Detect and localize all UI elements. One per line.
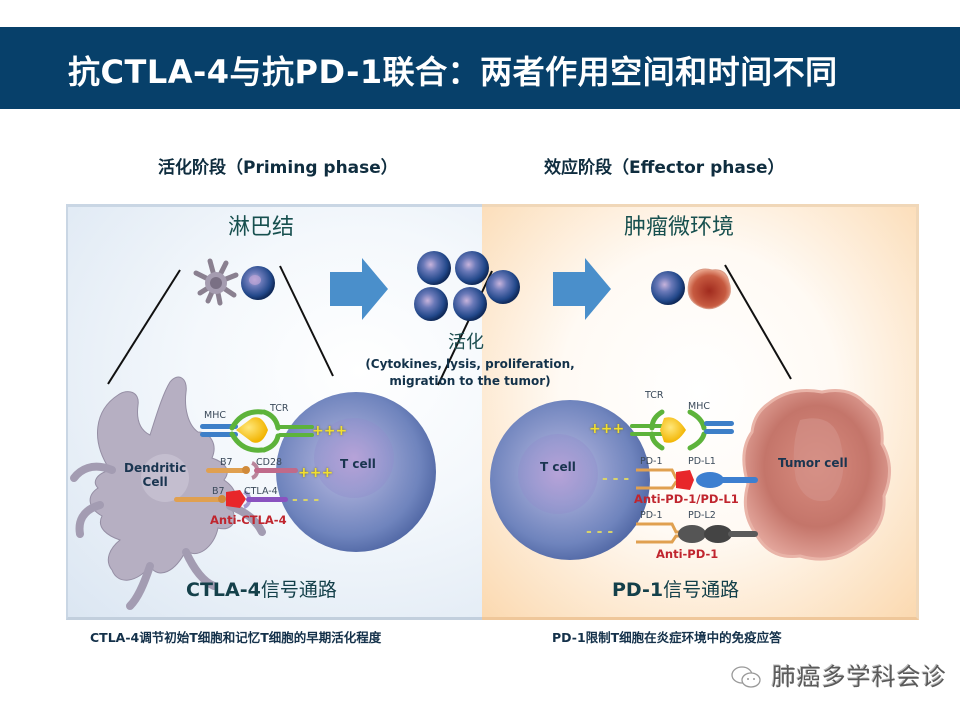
- activation-description: (Cytokines, lysis, proliferation, migrat…: [365, 357, 575, 388]
- dendritic-nucleus: [141, 454, 189, 502]
- b7-ctla4-complex: [174, 490, 288, 509]
- zoom-line: [437, 270, 493, 386]
- anti-pd1-label: Anti-PD-1: [656, 547, 719, 561]
- b7-label-b: B7: [212, 486, 225, 497]
- t-cell-left: [276, 392, 436, 552]
- positive-signal-right: +++: [589, 421, 625, 437]
- mhc-tcr-complex-left: [200, 409, 314, 453]
- pd1-label-a: PD-1: [640, 456, 663, 467]
- positive-signal-cd28: +++: [298, 465, 334, 481]
- tcr-mhc-complex-right: [630, 409, 734, 451]
- page-title: 抗CTLA-4与抗PD-1联合：两者作用空间和时间不同: [68, 53, 838, 91]
- pdl2-label: PD-L2: [688, 510, 716, 521]
- anti-ctla4-antibody: [226, 490, 246, 508]
- flow-arrow-2: [553, 258, 611, 320]
- ctla4-caption: CTLA-4调节初始T细胞和记忆T细胞的早期活化程度: [90, 630, 382, 645]
- anti-pd1-pdl1-antibody: [676, 470, 694, 490]
- positive-signal-tcr: +++: [312, 423, 348, 439]
- negative-signal-pdl1: - - -: [602, 471, 630, 487]
- ctla4-label: CTLA-4: [244, 486, 278, 497]
- wechat-icon: [731, 666, 761, 688]
- activation-label: 活化: [448, 332, 484, 353]
- anti-ctla4-label: Anti-CTLA-4: [210, 513, 287, 527]
- pd1-label-b: PD-1: [640, 510, 663, 521]
- effector-phase-heading: 效应阶段（Effector phase）: [544, 158, 785, 178]
- dendritic-cell-label: Dendritic Cell: [124, 461, 187, 489]
- pd1-pathway-label: PD-1信号通路: [612, 579, 740, 601]
- lymph-node-label: 淋巴结: [228, 215, 295, 240]
- title-banner: 抗CTLA-4与抗PD-1联合：两者作用空间和时间不同: [0, 27, 960, 109]
- t-cell-label-right: T cell: [540, 460, 576, 474]
- negative-signal-ctla4: - - -: [292, 492, 320, 508]
- tumor-cell-label: Tumor cell: [778, 456, 848, 470]
- cd28-label: CD28: [256, 457, 283, 468]
- watermark-text: 肺癌多学科会诊: [771, 663, 947, 691]
- small-t-cell: [241, 266, 275, 300]
- priming-phase-heading: 活化阶段（Priming phase）: [158, 158, 398, 178]
- tcr-label-right: TCR: [645, 390, 664, 401]
- b7-label-a: B7: [220, 457, 233, 468]
- ctla4-pathway-label: CTLA-4信号通路: [186, 579, 337, 601]
- pd1-caption: PD-1限制T细胞在炎症环境中的免疫应答: [552, 630, 782, 645]
- proliferated-t-cells: [414, 251, 520, 321]
- t-cell-right: [490, 400, 650, 560]
- anti-pd1-pdl1-label: Anti-PD-1/PD-L1: [634, 492, 739, 506]
- pdl1-label: PD-L1: [688, 456, 716, 467]
- tcr-label-left: TCR: [270, 403, 289, 414]
- t-cell-label-left: T cell: [340, 457, 376, 471]
- pd1-pdl2-complex: [636, 522, 758, 544]
- tumor-microenvironment-label: 肿瘤微环境: [624, 215, 735, 240]
- small-tumor-cell: [687, 268, 731, 310]
- zoom-line: [107, 269, 181, 385]
- dendrite-processes: [70, 462, 266, 610]
- mhc-label-right: MHC: [688, 401, 710, 412]
- negative-signal-pdl2: - - -: [586, 524, 614, 540]
- small-effector-t-cell: [651, 271, 685, 305]
- flow-arrow-1: [330, 258, 388, 320]
- zoom-line: [279, 265, 334, 377]
- pd1-pdl1-complex: [636, 468, 758, 490]
- b7-cd28-complex: [206, 461, 298, 480]
- watermark: 肺癌多学科会诊: [730, 657, 947, 692]
- tumor-nucleus: [793, 418, 844, 502]
- small-dendritic-cell: [193, 258, 239, 306]
- zoom-line: [724, 264, 792, 380]
- mhc-label-left: MHC: [204, 410, 226, 421]
